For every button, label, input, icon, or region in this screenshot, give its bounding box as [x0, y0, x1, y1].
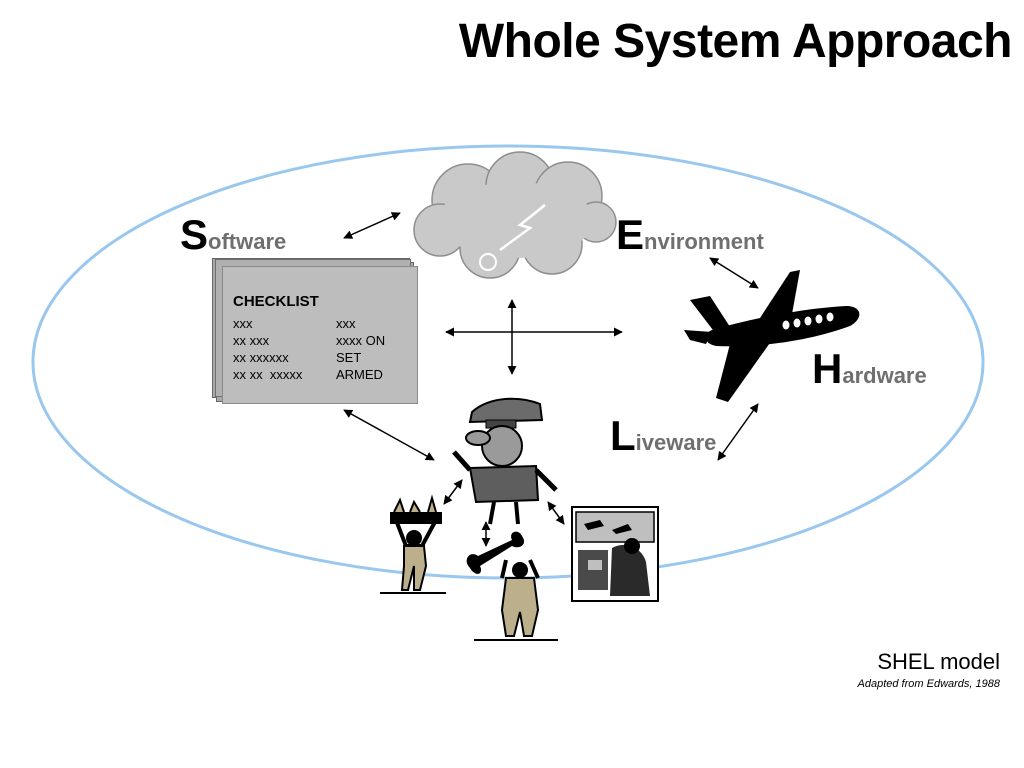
checklist-row: xx xx xxxxx ARMED: [233, 366, 385, 383]
checklist-row: xx xxxxxx SET: [233, 349, 385, 366]
label-hardware-initial: H: [812, 345, 843, 392]
label-software: Software: [180, 214, 286, 256]
checklist-card: CHECKLIST xxx xxx xx xxx xxxx ON xx xxxx…: [222, 266, 418, 404]
label-environment-rest: nvironment: [644, 229, 764, 254]
checklist-row: xxx xxx: [233, 315, 385, 332]
caption-title: SHEL model: [877, 649, 1000, 674]
slide-title: Whole System Approach: [458, 15, 1013, 68]
arrow-software-liveware: [343, 409, 435, 461]
arrow-liveware-hardware: [717, 403, 759, 461]
checklist-value: ARMED: [336, 367, 383, 382]
arrow-pilot-organization: [443, 479, 463, 505]
checklist-value: SET: [336, 350, 362, 365]
label-software-rest: oftware: [208, 229, 287, 254]
storm-cloud-icon: [413, 151, 617, 279]
organization-figure-icon: [380, 494, 446, 594]
checklist-item: xx xx xxxxx: [233, 367, 303, 382]
label-liveware: Liveware: [610, 415, 716, 457]
arrow-environment-hardware: [709, 257, 759, 289]
checklist-rows: xxx xxx xx xxx xxxx ON xx xxxxxx SET xx …: [233, 315, 385, 383]
checklist-value: xxx: [336, 316, 356, 331]
label-liveware-initial: L: [610, 412, 636, 459]
label-environment: Environment: [616, 214, 764, 256]
label-liveware-rest: iveware: [635, 430, 717, 455]
checklist-item: xxx: [233, 316, 253, 331]
caption-source: Adapted from Edwards, 1988: [857, 678, 1000, 690]
label-software-initial: S: [180, 211, 209, 258]
interaction-arrows: [343, 212, 759, 547]
label-hardware: Hardware: [812, 348, 927, 390]
maintenance-figure-icon: [466, 531, 558, 641]
label-hardware-rest: ardware: [842, 363, 927, 388]
checklist-value: xxxx ON: [336, 333, 386, 348]
label-environment-initial: E: [616, 211, 645, 258]
arrow-pilot-controlroom: [547, 501, 565, 525]
checklist-row: xx xxx xxxx ON: [233, 332, 385, 349]
checklist-item: xx xxx: [233, 333, 270, 348]
pilot-figure-icon: [452, 397, 558, 525]
arrow-software-environment: [343, 212, 401, 239]
control-room-picture-icon: [571, 506, 659, 602]
checklist-title: CHECKLIST: [233, 293, 319, 310]
airplane-icon: [684, 270, 860, 402]
checklist-item: xx xxxxxx: [233, 350, 289, 365]
